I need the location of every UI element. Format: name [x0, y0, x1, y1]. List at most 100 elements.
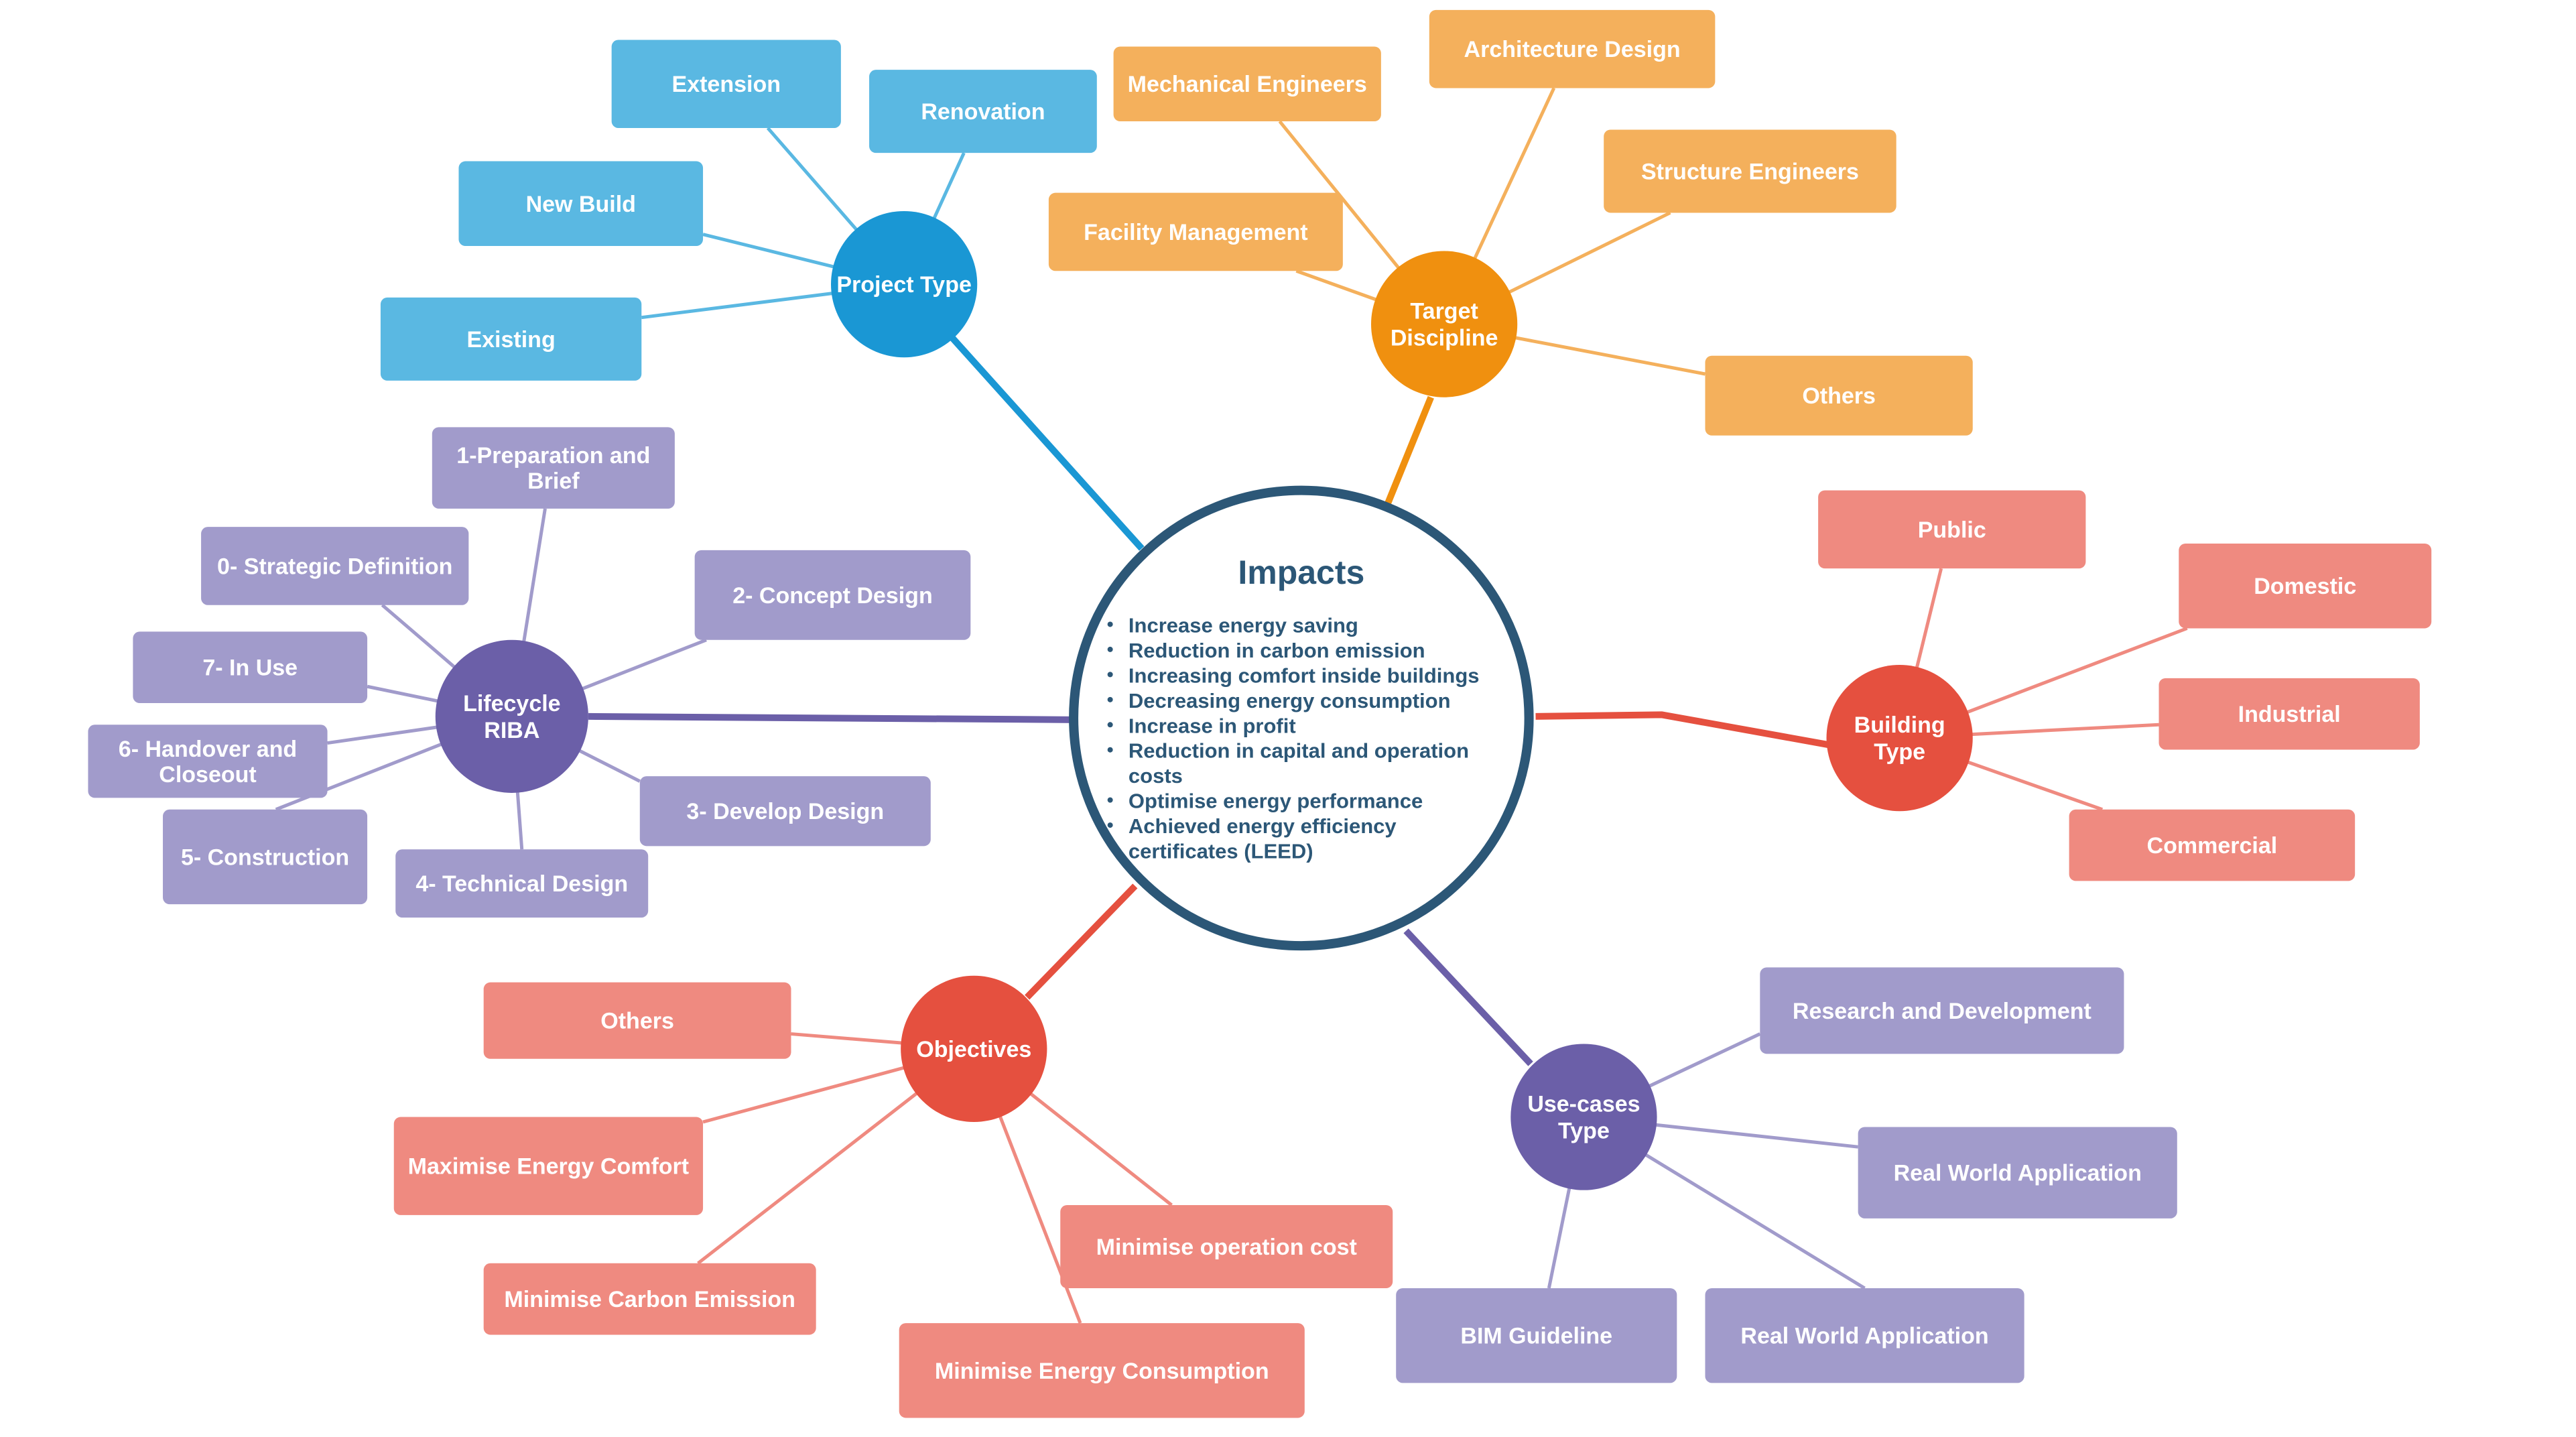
leaf-label-building-type-industrial: Industrial	[2238, 702, 2341, 727]
central-title: Impacts	[1238, 554, 1364, 591]
leaf-label-target-discipline-architecture: Architecture Design	[1464, 37, 1681, 62]
impact-bullet	[1107, 747, 1113, 753]
leaf-label-use-cases-real-world-2: Real World Application	[1740, 1324, 1988, 1349]
leaf-node-target-discipline-architecture: Architecture Design	[1429, 9, 1716, 88]
branch-circle-building-type	[1826, 665, 1973, 812]
branch-label-lifecycle: RIBA	[484, 718, 539, 743]
leaf-node-target-discipline-structure: Structure Engineers	[1604, 129, 1896, 213]
leaf-node-lifecycle-stage3: 3- Develop Design	[639, 776, 931, 847]
leaf-label-project-type-new-build: New Build	[526, 192, 636, 217]
branch-nodes: Project Type TargetDisciplineLifecycleRIB…	[435, 210, 1973, 1190]
branch-label-use-cases: Use-cases	[1527, 1092, 1640, 1117]
branch-circle-lifecycle	[435, 639, 588, 793]
leaf-box-project-type-existing	[380, 297, 642, 381]
leaf-box-target-discipline-mechanical	[1113, 46, 1381, 122]
branch-label-project-type: Project Type	[836, 272, 972, 298]
branch-label-objectives: Objectives	[916, 1037, 1031, 1062]
leaf-label-objectives-operation: Minimise operation cost	[1096, 1235, 1357, 1260]
branch-label-target-discipline: Discipline	[1391, 326, 1498, 351]
leaf-label-objectives-carbon: Minimise Carbon Emission	[504, 1287, 795, 1312]
leaf-box-lifecycle-stage0	[201, 527, 469, 605]
leaf-node-target-discipline-others: Others	[1705, 355, 1973, 436]
leaf-label-target-discipline-mechanical: Mechanical Engineers	[1128, 72, 1367, 97]
leaf-node-lifecycle-stage7: 7- In Use	[133, 631, 368, 704]
leaf-box-lifecycle-stage5	[163, 809, 368, 905]
leaf-box-lifecycle-stage4	[395, 849, 649, 918]
leaf-node-use-cases-research: Research and Development	[1760, 967, 2124, 1054]
leaf-label-lifecycle-stage1: 1-Preparation and	[456, 443, 650, 468]
central-circle	[1069, 485, 1534, 951]
leaf-node-project-type-renovation: Renovation	[869, 70, 1097, 153]
impact-item: Increasing comfort inside buildings	[1129, 664, 1480, 687]
impact-bullet	[1107, 722, 1113, 728]
impact-bullet	[1107, 621, 1113, 627]
leaf-box-objectives-operation	[1060, 1205, 1393, 1288]
leaf-box-objectives-comfort	[393, 1117, 704, 1215]
leaf-label-objectives-consumption: Minimise Energy Consumption	[935, 1359, 1269, 1384]
leaf-box-lifecycle-stage3	[639, 776, 931, 847]
connector-hub-lifecycle	[588, 712, 1074, 723]
leaf-box-target-discipline-structure	[1604, 129, 1896, 213]
leaf-node-use-cases-real-world-2: Real World Application	[1705, 1288, 2024, 1383]
connector-hub-objectives	[1025, 883, 1138, 1000]
leaf-node-objectives-operation: Minimise operation cost	[1060, 1205, 1393, 1288]
leaf-node-use-cases-real-world-1: Real World Application	[1858, 1127, 2177, 1219]
leaf-label-building-type-commercial: Commercial	[2147, 833, 2278, 859]
leaf-box-lifecycle-stage6	[88, 725, 328, 798]
leaf-box-objectives-carbon	[483, 1263, 816, 1335]
leaf-box-use-cases-bim	[1396, 1288, 1677, 1383]
leaf-label-lifecycle-stage6: 6- Handover and	[119, 737, 297, 762]
leaf-box-lifecycle-stage1	[432, 427, 675, 509]
leaf-node-building-type-industrial: Industrial	[2159, 678, 2420, 750]
leaf-box-project-type-new-build	[458, 161, 704, 247]
leaf-node-objectives-consumption: Minimise Energy Consumption	[899, 1323, 1305, 1418]
leaf-label-use-cases-research: Research and Development	[1793, 999, 2091, 1024]
leaf-box-building-type-public	[1818, 490, 2086, 569]
leaf-box-use-cases-research	[1760, 967, 2124, 1054]
leaf-box-building-type-domestic	[2179, 543, 2432, 629]
leaf-label-lifecycle-stage7: 7- In Use	[202, 655, 298, 681]
impact-bullet	[1107, 797, 1113, 803]
impact-bullet	[1107, 646, 1113, 652]
impact-item: Decreasing energy consumption	[1129, 689, 1451, 712]
leaf-label-project-type-renovation: Renovation	[921, 99, 1045, 125]
leaf-label-target-discipline-structure: Structure Engineers	[1641, 159, 1859, 184]
leaf-node-objectives-others: Others	[483, 982, 791, 1059]
leaf-box-lifecycle-stage2	[694, 550, 971, 640]
branch-label-lifecycle: Lifecycle	[463, 691, 561, 716]
branch-label-building-type: Type	[1874, 739, 1925, 765]
leaf-node-lifecycle-stage5: 5- Construction	[163, 809, 368, 905]
leaf-label-target-discipline-others: Others	[1802, 383, 1876, 409]
leaf-box-project-type-renovation	[869, 70, 1097, 153]
leaf-box-target-discipline-architecture	[1429, 9, 1716, 88]
leaf-box-use-cases-real-world-2	[1705, 1288, 2024, 1383]
impact-bullet	[1107, 822, 1113, 828]
impact-item: Optimise energy performance	[1129, 790, 1423, 813]
leaf-box-objectives-consumption	[899, 1323, 1305, 1418]
leaf-node-target-discipline-mechanical: Mechanical Engineers	[1113, 46, 1381, 122]
connector-hub-target-discipline	[1384, 395, 1434, 505]
leaf-box-use-cases-real-world-1	[1858, 1127, 2177, 1219]
leaf-label-lifecycle-stage1: Brief	[527, 468, 580, 494]
leaf-node-project-type-extension: Extension	[611, 40, 841, 128]
impact-item: Increase in profit	[1129, 714, 1296, 737]
leaf-label-use-cases-real-world-1: Real World Application	[1894, 1161, 2142, 1186]
leaf-node-objectives-carbon: Minimise Carbon Emission	[483, 1263, 816, 1335]
leaf-label-project-type-extension: Extension	[672, 72, 781, 97]
branch-node-project-type: Project Type	[831, 210, 978, 358]
leaf-label-objectives-comfort: Maximise Energy Comfort	[408, 1154, 689, 1180]
leaf-label-lifecycle-stage2: 2- Concept Design	[732, 583, 932, 609]
leaf-label-building-type-domestic: Domestic	[2254, 574, 2356, 599]
leaf-node-project-type-new-build: New Build	[458, 161, 704, 247]
leaf-label-project-type-existing: Existing	[466, 327, 555, 353]
leaf-label-lifecycle-stage5: 5- Construction	[181, 845, 349, 870]
leaf-node-objectives-comfort: Maximise Energy Comfort	[393, 1117, 704, 1215]
connector-lines	[275, 87, 2188, 1324]
